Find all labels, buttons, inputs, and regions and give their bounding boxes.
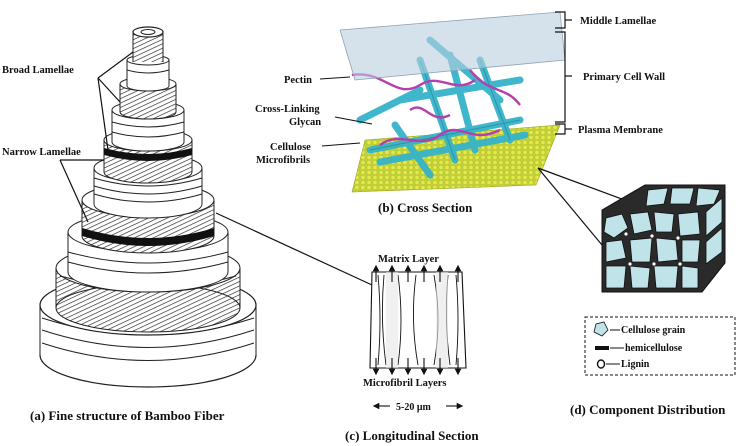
legend-label-1: hemicellulose (625, 343, 683, 354)
pectin-label: Pectin (284, 75, 312, 86)
middle-lamellae-label: Middle Lamellae (580, 16, 656, 27)
longitudinal-section (369, 271, 467, 369)
legend-box: Cellulose grain hemicellulose Lignin (584, 316, 736, 376)
caption-c: (c) Longitudinal Section (345, 428, 479, 443)
narrow-lamellae-label: Narrow Lamellae (2, 147, 81, 158)
matrix-layer-label: Matrix Layer (378, 254, 439, 265)
broad-lamellae-label: Broad Lamellae (2, 65, 74, 76)
plasma-membrane-label: Plasma Membrane (578, 125, 663, 136)
cellulose-label: Cellulose (270, 142, 311, 153)
panel-c-arrows (372, 264, 464, 410)
panel-a-pointers (59, 51, 373, 286)
cross-linking-label: Cross-Linking (255, 104, 320, 115)
caption-b: (b) Cross Section (378, 200, 473, 215)
caption-a: (a) Fine structure of Bamboo Fiber (30, 408, 225, 423)
legend-label-2: Lignin (621, 359, 650, 370)
hemicellulose-icon (595, 346, 609, 350)
panel-b-brackets (555, 11, 572, 135)
component-cube (601, 184, 726, 293)
primary-cell-wall-label: Primary Cell Wall (583, 72, 665, 83)
cellulose-grain-icon (593, 321, 609, 337)
microfibril-layers-label: Microfibril Layers (363, 378, 447, 389)
bamboo-fiber-cone (39, 26, 257, 388)
cell-wall-model (339, 11, 566, 193)
panel-b-left-pointers (319, 76, 373, 147)
lignin-icon (596, 359, 606, 369)
caption-d: (d) Component Distribution (570, 402, 726, 417)
glycan-label: Glycan (289, 117, 321, 128)
legend-label-0: Cellulose grain (621, 325, 686, 336)
microfibrils-label: Microfibrils (256, 155, 310, 166)
width-label: 5-20 μm (396, 402, 431, 413)
